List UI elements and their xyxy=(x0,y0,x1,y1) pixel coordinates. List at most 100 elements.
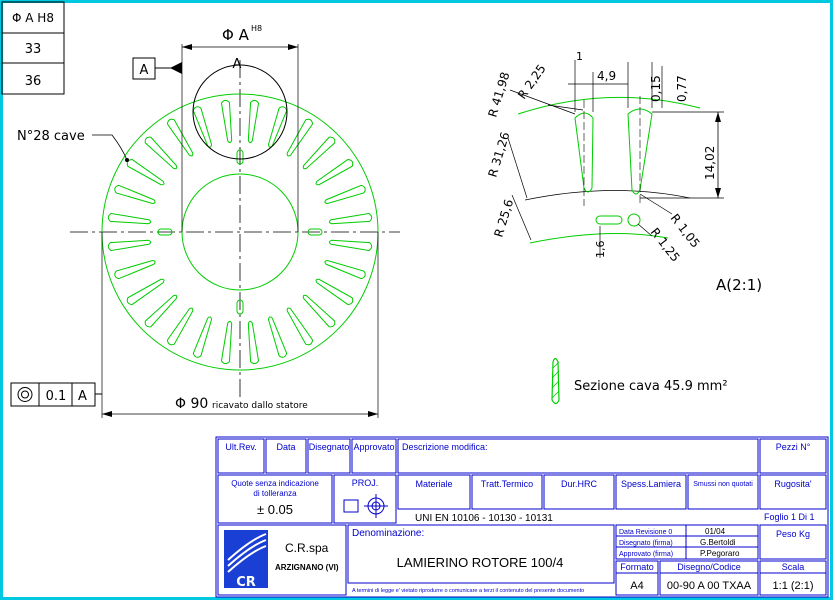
rotor-slot xyxy=(126,158,165,186)
tolerance-frame-value: 0.1 xyxy=(46,389,67,404)
section-note: Sezione cava 45.9 mm² xyxy=(574,379,728,394)
detail-letter: A xyxy=(233,57,242,72)
tb-city: ARZIGNANO (VI) xyxy=(275,563,339,572)
key-slot-2 xyxy=(627,213,641,227)
outer-arc xyxy=(517,96,701,115)
tb-approvato-firma-label: Approvato (firma) xyxy=(619,551,673,558)
tb-descrizione: Descrizione modifica: xyxy=(402,442,488,452)
bore-dimension-label: Φ A xyxy=(222,26,250,44)
rotor-slot xyxy=(328,239,373,252)
slots-leader xyxy=(92,134,128,161)
od-arrow-right xyxy=(368,411,378,417)
inner-arc xyxy=(529,233,669,244)
rotor-slot xyxy=(286,118,314,157)
dim-tip-015: 0,15 xyxy=(649,75,663,102)
slot-1 xyxy=(574,112,594,193)
tb-proj: PROJ. xyxy=(352,478,379,488)
tb-pezzi: Pezzi N° xyxy=(776,442,811,452)
tb-denominazione: Denominazione: xyxy=(352,528,424,539)
dim-slot-top-width: 1 xyxy=(576,50,583,63)
rotor-slot xyxy=(107,239,152,252)
rotor-slot xyxy=(166,307,194,346)
tb-approvato-firma: P.Pegoraro xyxy=(700,549,740,558)
tb-smussi: Smussi non quotati xyxy=(693,481,753,488)
arrow-left xyxy=(182,44,192,50)
slots-count-label: N°28 cave xyxy=(17,129,85,144)
tolerance-table xyxy=(1,1,65,95)
detail-circle-A xyxy=(192,64,288,160)
rotor-slot xyxy=(267,316,288,358)
tb-disegnato-firma-label: Disegnato (firma) xyxy=(619,540,673,547)
dim-key-16: 1,6 xyxy=(594,241,607,259)
small-keys xyxy=(157,149,323,315)
r31-arc xyxy=(524,190,691,201)
tb-disegno: 00-90 A 00 TXAA xyxy=(667,580,752,592)
rotor-lamination-view: A Φ A H8 A N°28 cave Φ 90 ricavato dallo… xyxy=(10,24,400,418)
key-slot xyxy=(236,299,244,315)
rotor-slots xyxy=(107,99,373,365)
tb-di-tolleranza: di tolleranza xyxy=(253,489,297,498)
rotor-slot xyxy=(247,99,260,144)
tb-data: Data xyxy=(276,442,295,452)
rotor-slot xyxy=(144,136,178,170)
tolerance-table-header: Φ A H8 xyxy=(12,11,54,25)
rotor-slot xyxy=(192,316,213,358)
tb-foglio: Foglio 1 Di 1 xyxy=(764,512,815,522)
company-logo: CR xyxy=(224,530,268,590)
rotor-slot xyxy=(114,259,156,280)
dim-slot-width: 4,9 xyxy=(597,69,616,83)
tb-data-rev: 01/04 xyxy=(705,527,726,536)
dim-tip-077: 0,77 xyxy=(675,75,689,102)
dim-r-outer: R 41,98 xyxy=(485,70,512,119)
tb-disegnato: Disegnato xyxy=(309,442,350,452)
key-slot xyxy=(157,228,173,236)
od-arrow-left xyxy=(102,411,112,417)
rotor-slot xyxy=(220,320,233,365)
tolerance-table-row-2: 36 xyxy=(25,74,42,89)
tb-spess: Spess.Lamiera xyxy=(621,479,681,489)
rotor-slot xyxy=(114,184,156,205)
tb-rugosita: Rugosita' xyxy=(774,479,812,489)
tb-disegno-label: Disegno/Codice xyxy=(677,562,741,572)
key-slot xyxy=(307,228,323,236)
key-slot xyxy=(236,149,244,165)
slots-leader-dot xyxy=(125,158,129,162)
rotor-slot xyxy=(247,320,260,365)
slot-detail-view: R 41,98 R 2,25 R 31,26 R 25,6 1 4,9 0,15… xyxy=(485,50,762,405)
datum-triangle xyxy=(170,62,182,74)
tb-scala-label: Scala xyxy=(782,562,805,572)
tb-formato: A4 xyxy=(630,580,643,592)
rotor-slot xyxy=(166,118,194,157)
tb-disegnato-firma: G.Bertoldi xyxy=(700,538,736,547)
tb-company: C.R.spa xyxy=(285,541,329,555)
datum-letter: A xyxy=(140,63,149,78)
od-dimension-label: Φ 90 xyxy=(175,396,208,412)
tb-approvato: Approvato xyxy=(353,442,394,452)
concentricity-icon xyxy=(17,387,33,402)
tb-dur: Dur.HRC xyxy=(561,479,598,489)
tb-uni: UNI EN 10106 - 10130 - 10131 xyxy=(415,513,553,524)
tb-part-name: LAMIERINO ROTORE 100/4 xyxy=(397,555,564,570)
tb-scala: 1:1 (2:1) xyxy=(773,580,814,592)
tb-materiale: Materiale xyxy=(415,479,452,489)
tb-tratt: Tratt.Termico xyxy=(481,479,533,489)
tb-peso: Peso Kg xyxy=(776,529,810,539)
dim-r-mid: R 31,26 xyxy=(485,130,512,179)
rotor-slot xyxy=(107,212,152,225)
dim-r-corner-top: R 2,25 xyxy=(515,62,549,102)
key-slot-1 xyxy=(595,215,623,225)
tb-ult-rev: Ult.Rev. xyxy=(225,442,256,452)
rotor-slot xyxy=(144,294,178,328)
bore-dimension-tolerance: H8 xyxy=(251,24,262,33)
tb-tolleranza-value: ± 0.05 xyxy=(257,502,293,517)
rotor-slot xyxy=(302,294,336,328)
logo-text: CR xyxy=(236,575,256,590)
tb-formato-label: Formato xyxy=(620,562,654,572)
tb-footer: A termini di legge e' vietato riprodurre… xyxy=(352,588,584,594)
dim-r-inner: R 25,6 xyxy=(491,198,516,239)
od-dimension-note: ricavato dallo statore xyxy=(212,401,308,411)
detail-scale-label: A(2:1) xyxy=(716,276,762,294)
section-slot-icon xyxy=(551,357,560,405)
